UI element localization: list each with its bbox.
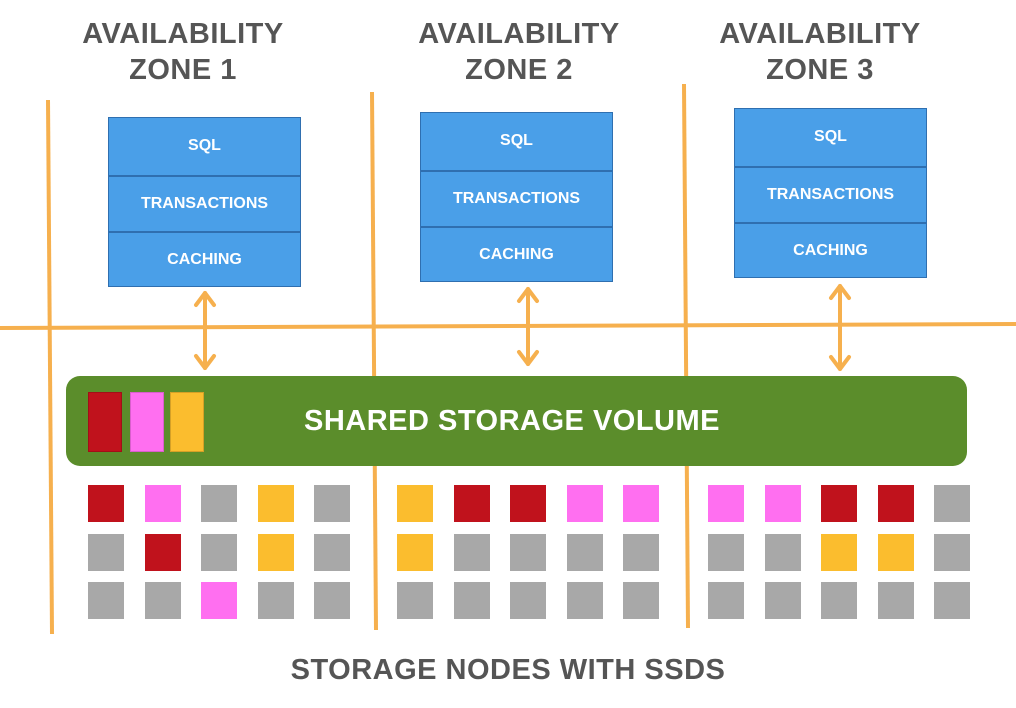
database-stack: SQL TRANSACTIONS CACHING bbox=[108, 117, 301, 287]
zone-title-line2: ZONE 3 bbox=[766, 54, 874, 86]
storage-node-cell bbox=[314, 534, 350, 571]
storage-node-cell bbox=[144, 582, 181, 619]
zone-title-line2: ZONE 1 bbox=[129, 54, 237, 86]
stack-layer-sql: SQL bbox=[500, 132, 533, 150]
storage-node-cell bbox=[257, 582, 294, 619]
zone-title: AVAILABILITY ZONE 2 bbox=[369, 16, 669, 88]
storage-node-cell bbox=[566, 485, 603, 522]
storage-node-cell bbox=[510, 485, 546, 522]
storage-node-cell bbox=[877, 582, 914, 619]
storage-node-cell bbox=[623, 485, 659, 522]
storage-node-cell bbox=[510, 534, 546, 571]
divider-vertical-1 bbox=[46, 99, 54, 635]
storage-node-cell bbox=[764, 582, 801, 619]
storage-node-cell bbox=[708, 582, 744, 619]
storage-node-cell bbox=[764, 534, 801, 571]
storage-node-cell bbox=[453, 485, 490, 522]
double-arrow-icon bbox=[517, 287, 539, 366]
double-arrow-icon bbox=[829, 284, 851, 371]
storage-node-cell bbox=[314, 582, 350, 619]
shared-volume-label: SHARED STORAGE VOLUME bbox=[304, 405, 721, 437]
storage-node-cell bbox=[510, 582, 546, 619]
storage-node-cell bbox=[566, 582, 603, 619]
divider-vertical-3 bbox=[682, 83, 690, 629]
zone-title-line1: AVAILABILITY bbox=[418, 18, 620, 50]
stack-layer-transactions: TRANSACTIONS bbox=[735, 165, 926, 223]
stack-layer-caching: CACHING bbox=[421, 226, 612, 283]
divider-vertical-2 bbox=[370, 91, 378, 631]
zone-title: AVAILABILITY ZONE 3 bbox=[670, 16, 970, 88]
storage-node-cell bbox=[877, 485, 914, 522]
storage-node-cell bbox=[201, 534, 237, 571]
storage-node-cell bbox=[144, 485, 181, 522]
storage-node-cell bbox=[708, 534, 744, 571]
storage-node-cell bbox=[764, 485, 801, 522]
storage-node-cell bbox=[88, 534, 124, 571]
divider-horizontal bbox=[0, 322, 1016, 330]
storage-node-cell bbox=[623, 534, 659, 571]
zone-title-line1: AVAILABILITY bbox=[719, 18, 921, 50]
stack-layer-sql: SQL bbox=[188, 137, 221, 155]
double-arrow-icon bbox=[194, 291, 216, 370]
storage-node-cell bbox=[821, 485, 857, 522]
storage-node-cell bbox=[144, 534, 181, 571]
storage-node-cell bbox=[397, 582, 433, 619]
storage-node-cell bbox=[257, 534, 294, 571]
storage-node-cell bbox=[201, 582, 237, 619]
database-stack: SQL TRANSACTIONS CACHING bbox=[420, 112, 613, 282]
storage-node-cell bbox=[88, 582, 124, 619]
zone-title: AVAILABILITY ZONE 1 bbox=[33, 16, 333, 88]
storage-node-cell bbox=[821, 534, 857, 571]
storage-node-cell bbox=[453, 534, 490, 571]
volume-block bbox=[130, 392, 164, 452]
storage-node-cell bbox=[314, 485, 350, 522]
stack-layer-transactions: TRANSACTIONS bbox=[109, 174, 300, 232]
storage-node-cell bbox=[397, 534, 433, 571]
storage-node-cell bbox=[821, 582, 857, 619]
stack-layer-caching: CACHING bbox=[109, 231, 300, 288]
storage-nodes-label: STORAGE NODES WITH SSDS bbox=[290, 654, 726, 686]
storage-node-cell bbox=[566, 534, 603, 571]
storage-node-cell bbox=[623, 582, 659, 619]
storage-node-cell bbox=[88, 485, 124, 522]
storage-node-cell bbox=[934, 485, 970, 522]
storage-node-cell bbox=[453, 582, 490, 619]
storage-node-cell bbox=[934, 582, 970, 619]
volume-block bbox=[170, 392, 204, 452]
zone-title-line1: AVAILABILITY bbox=[82, 18, 284, 50]
stack-layer-caching: CACHING bbox=[735, 222, 926, 279]
database-stack: SQL TRANSACTIONS CACHING bbox=[734, 108, 927, 278]
storage-node-cell bbox=[397, 485, 433, 522]
storage-node-cell bbox=[257, 485, 294, 522]
storage-node-cell bbox=[877, 534, 914, 571]
stack-layer-sql: SQL bbox=[814, 128, 847, 146]
stack-layer-transactions: TRANSACTIONS bbox=[421, 169, 612, 227]
shared-storage-volume: SHARED STORAGE VOLUME bbox=[66, 376, 967, 466]
zone-title-line2: ZONE 2 bbox=[465, 54, 573, 86]
storage-node-cell bbox=[934, 534, 970, 571]
storage-node-cell bbox=[201, 485, 237, 522]
storage-node-cell bbox=[708, 485, 744, 522]
volume-block bbox=[88, 392, 122, 452]
